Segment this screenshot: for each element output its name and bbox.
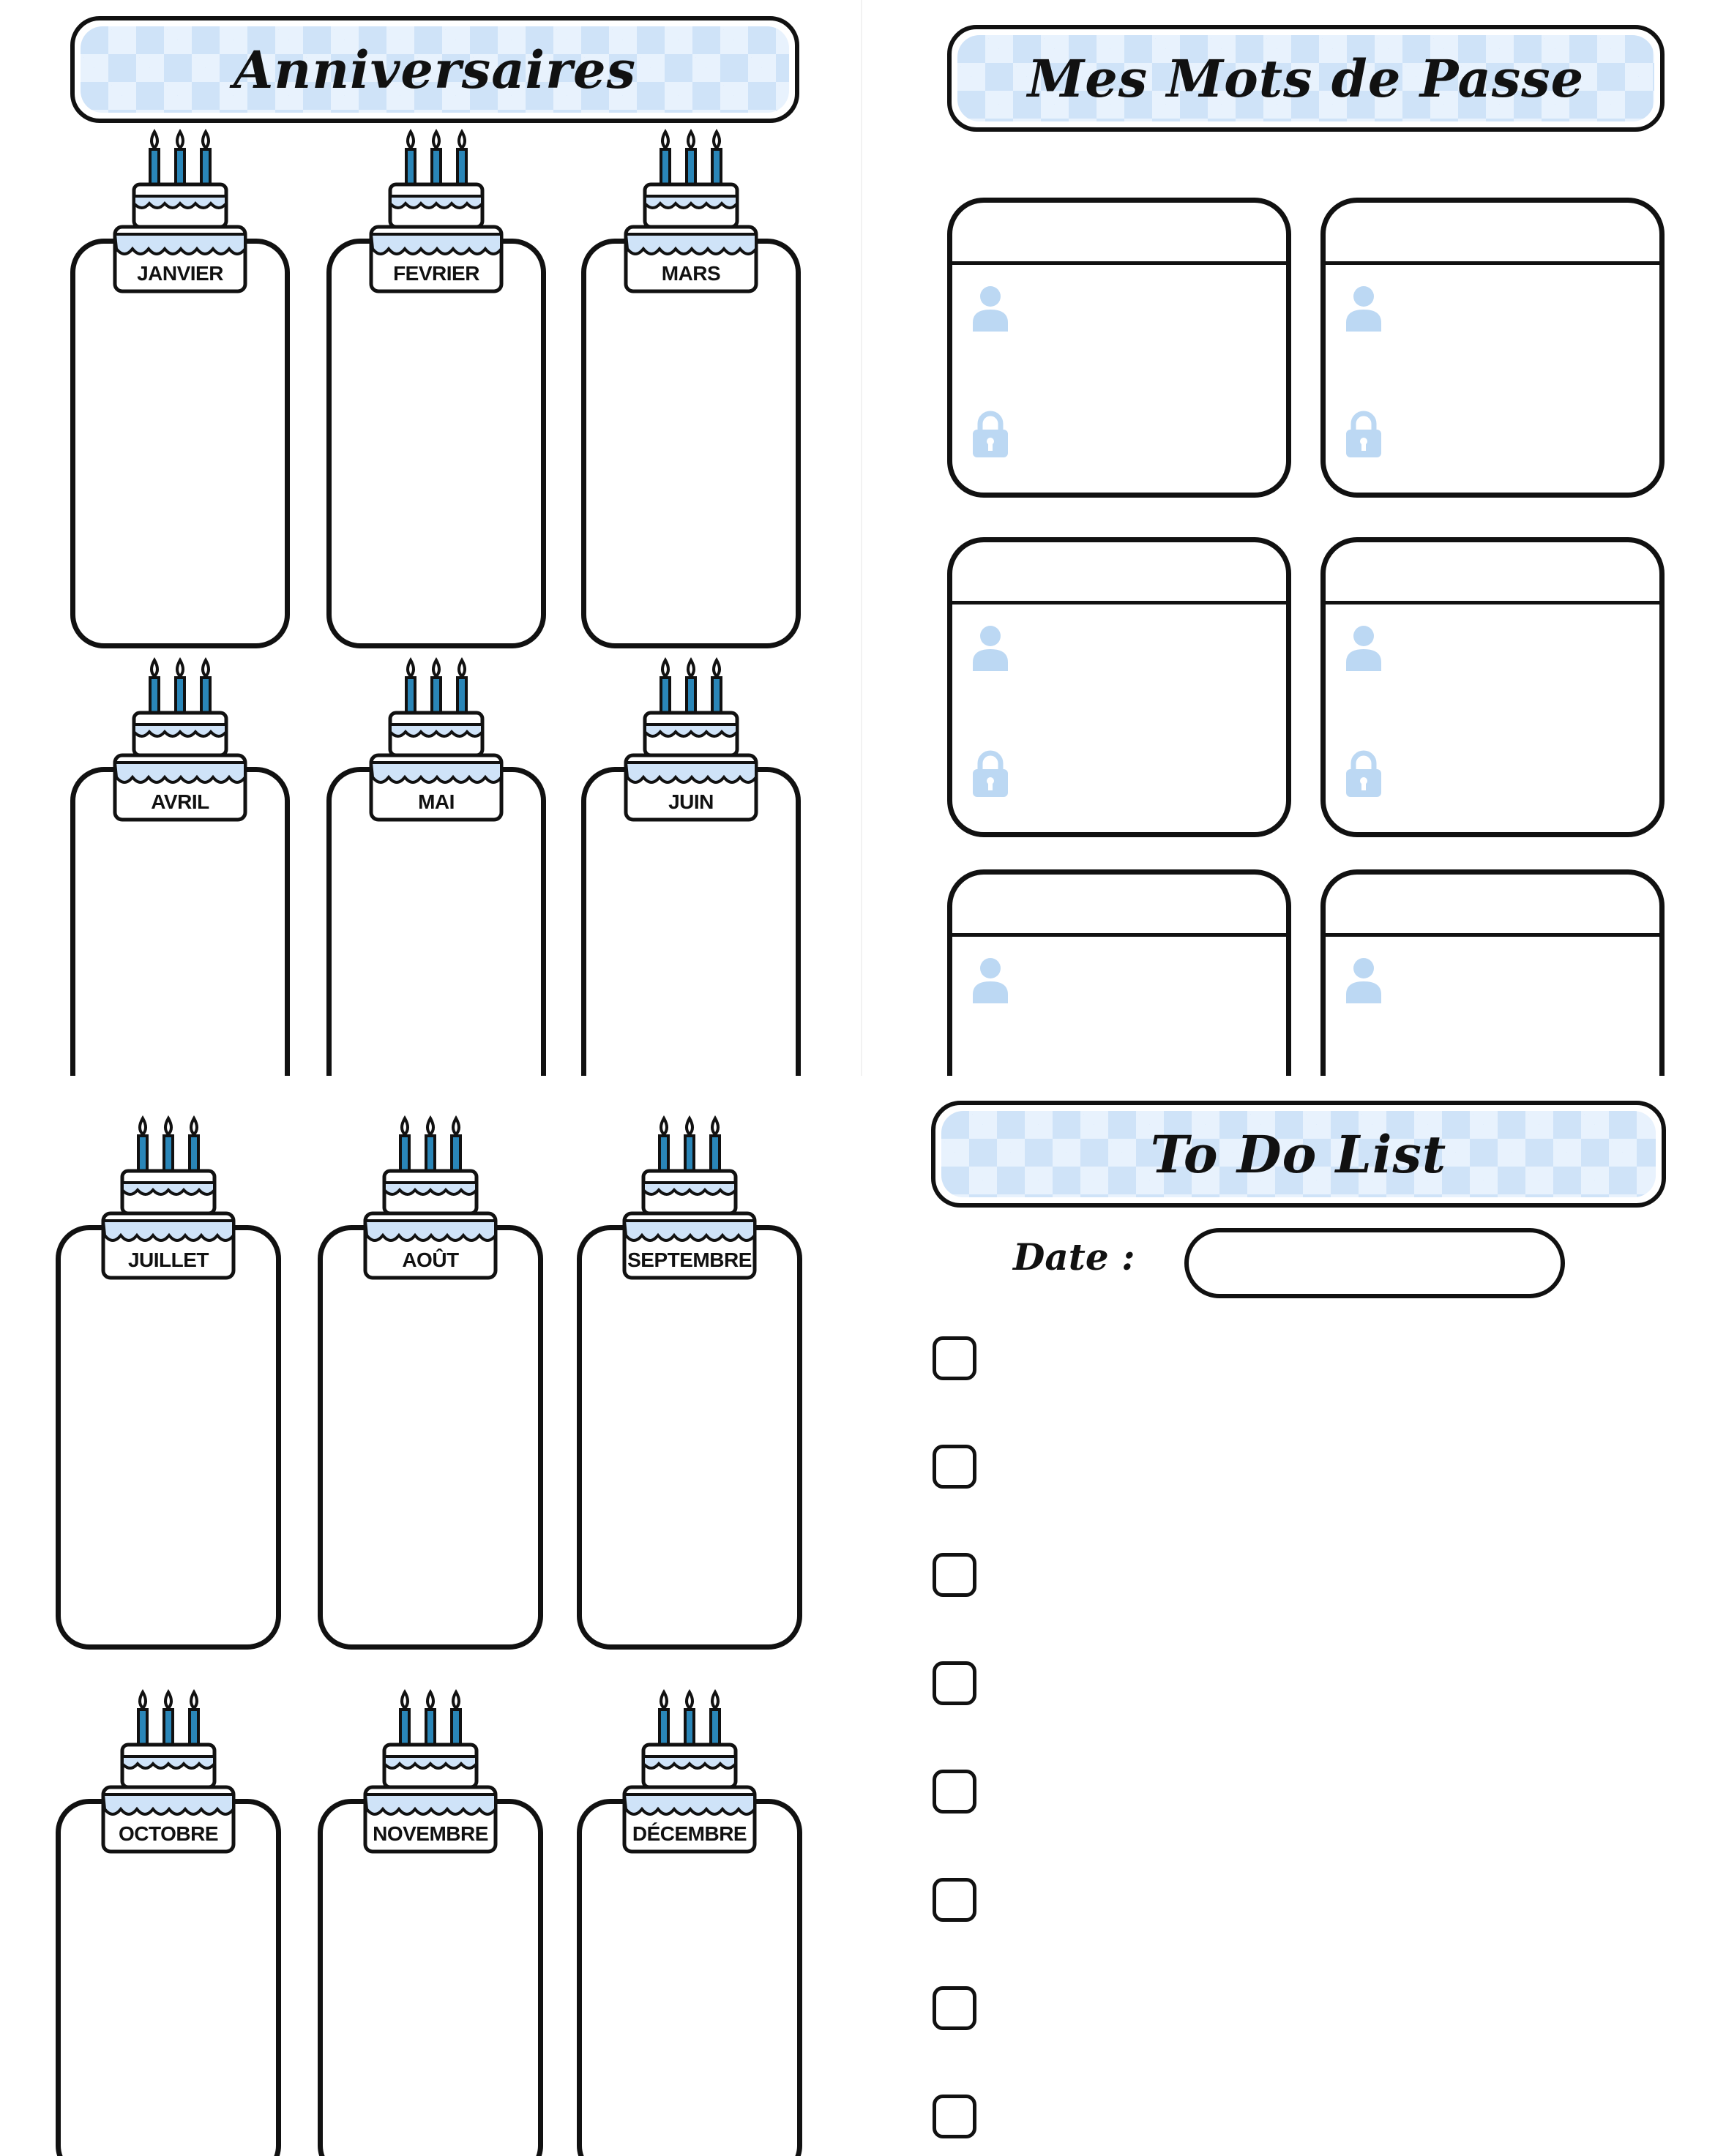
month-label: AOÛT bbox=[402, 1249, 459, 1271]
cake-icon: JUILLET bbox=[99, 1112, 238, 1281]
password-card[interactable] bbox=[1320, 869, 1665, 1076]
user-icon bbox=[1345, 624, 1383, 671]
month-label: DÉCEMBRE bbox=[632, 1822, 747, 1845]
password-card[interactable] bbox=[947, 537, 1291, 837]
password-card-title-line bbox=[1326, 261, 1659, 265]
todo-checkbox[interactable] bbox=[933, 1445, 976, 1489]
month-label: MAI bbox=[418, 790, 455, 813]
passwords-title: Mes Mots de Passe bbox=[1027, 48, 1585, 109]
todo-checkbox[interactable] bbox=[933, 1553, 976, 1597]
birthdays-banner: Anniversaires bbox=[70, 16, 799, 123]
month-writing-area[interactable] bbox=[70, 239, 290, 648]
lock-icon bbox=[1345, 411, 1383, 457]
todo-checkbox[interactable] bbox=[933, 1770, 976, 1813]
cake-icon: OCTOBRE bbox=[99, 1686, 238, 1854]
todo-page: To Do List Date : bbox=[862, 1076, 1726, 2156]
password-card-title-line bbox=[1326, 601, 1659, 604]
cake-icon: JANVIER bbox=[111, 126, 250, 294]
month-writing-area[interactable] bbox=[56, 1799, 281, 2156]
cake-icon: FEVRIER bbox=[367, 126, 506, 294]
todo-checkbox[interactable] bbox=[933, 1878, 976, 1922]
password-card-title-line bbox=[952, 933, 1286, 937]
todo-checkbox[interactable] bbox=[933, 1661, 976, 1705]
password-card[interactable] bbox=[947, 869, 1291, 1076]
password-card[interactable] bbox=[1320, 537, 1665, 837]
month-label: AVRIL bbox=[151, 790, 209, 813]
password-card-title-line bbox=[952, 601, 1286, 604]
todo-checkbox[interactable] bbox=[933, 1986, 976, 2030]
month-label: SEPTEMBRE bbox=[627, 1249, 752, 1271]
month-writing-area[interactable] bbox=[577, 1225, 802, 1650]
user-icon bbox=[971, 957, 1009, 1003]
todo-banner: To Do List bbox=[931, 1101, 1666, 1208]
cake-icon: AOÛT bbox=[361, 1112, 500, 1281]
cake-icon: MAI bbox=[367, 654, 506, 823]
month-writing-area[interactable] bbox=[318, 1799, 543, 2156]
birthdays-page-top: Anniversaires JANVIER FEVRIER bbox=[0, 0, 861, 1076]
passwords-page: Mes Mots de Passe bbox=[862, 0, 1726, 1076]
month-writing-area[interactable] bbox=[581, 239, 801, 648]
password-card-title-line bbox=[952, 261, 1286, 265]
lock-icon bbox=[1345, 750, 1383, 797]
password-card-title-line bbox=[1326, 933, 1659, 937]
cake-icon: DÉCEMBRE bbox=[620, 1686, 759, 1854]
page-divider bbox=[861, 0, 862, 1076]
password-card[interactable] bbox=[947, 198, 1291, 498]
month-writing-area[interactable] bbox=[56, 1225, 281, 1650]
todo-checkbox[interactable] bbox=[933, 2095, 976, 2138]
user-icon bbox=[1345, 285, 1383, 332]
month-label: OCTOBRE bbox=[119, 1822, 219, 1845]
month-label: JUIN bbox=[668, 790, 714, 813]
month-label: MARS bbox=[661, 262, 721, 285]
cake-icon: SEPTEMBRE bbox=[620, 1112, 759, 1281]
todo-title: To Do List bbox=[1150, 1123, 1447, 1185]
passwords-banner: Mes Mots de Passe bbox=[947, 25, 1665, 132]
user-icon bbox=[971, 285, 1009, 332]
user-icon bbox=[1345, 957, 1383, 1003]
month-label: NOVEMBRE bbox=[373, 1822, 488, 1845]
password-card[interactable] bbox=[1320, 198, 1665, 498]
birthdays-title: Anniversaires bbox=[234, 39, 636, 100]
birthdays-page-bottom: JUILLET AOÛT SEPTEMBRE bbox=[0, 1076, 861, 2156]
month-writing-area[interactable] bbox=[577, 1799, 802, 2156]
month-label: FEVRIER bbox=[393, 262, 479, 285]
month-label: JUILLET bbox=[127, 1249, 209, 1271]
todo-checkbox[interactable] bbox=[933, 1336, 976, 1380]
month-label: JANVIER bbox=[137, 262, 223, 285]
month-writing-area[interactable] bbox=[326, 239, 546, 648]
month-writing-area[interactable] bbox=[318, 1225, 543, 1650]
cake-icon: MARS bbox=[621, 126, 761, 294]
lock-icon bbox=[971, 411, 1009, 457]
cake-icon: AVRIL bbox=[111, 654, 250, 823]
date-label: Date : bbox=[1013, 1235, 1135, 1279]
cake-icon: JUIN bbox=[621, 654, 761, 823]
lock-icon bbox=[971, 750, 1009, 797]
cake-icon: NOVEMBRE bbox=[361, 1686, 500, 1854]
date-field[interactable] bbox=[1184, 1228, 1565, 1298]
user-icon bbox=[971, 624, 1009, 671]
